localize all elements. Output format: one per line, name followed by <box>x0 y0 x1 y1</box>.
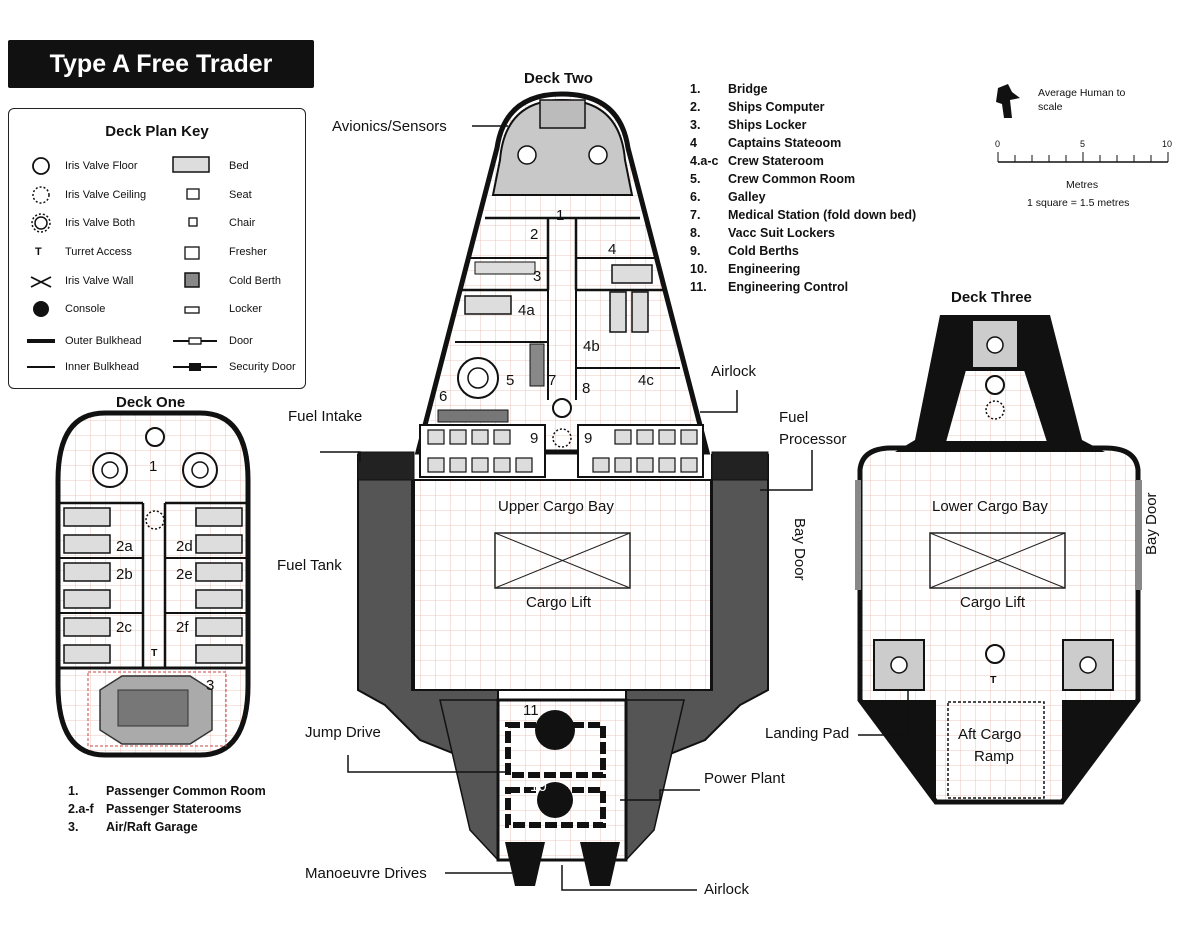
fuel-intake-callout: Fuel Intake <box>288 408 363 425</box>
fuel-processor-callout-line1: Fuel <box>779 409 809 426</box>
scale-unit-label: Metres <box>1066 179 1099 191</box>
key-bed: Bed <box>229 160 249 172</box>
deck-two-room-4a: 4a <box>518 302 535 319</box>
key-door: Door <box>229 335 253 347</box>
deck-two-legend-6: 6.Galley <box>690 190 766 204</box>
lower-airlock-callout: Airlock <box>704 881 750 898</box>
key-iris-valve-ceiling: Iris Valve Ceiling <box>65 189 147 201</box>
fuel-tank-callout: Fuel Tank <box>277 557 342 574</box>
key-seat: Seat <box>229 189 252 201</box>
key-inner-bulkhead: Inner Bulkhead <box>65 361 139 373</box>
page-title: Type A Free Trader <box>8 40 314 88</box>
deck-two-legend-1: 1.Bridge <box>690 82 768 96</box>
deck-one-room-1: 1 <box>149 458 158 475</box>
manoeuvre-drives-callout: Manoeuvre Drives <box>305 865 427 882</box>
deck-two-room-1: 1 <box>556 207 565 224</box>
deck-two-room-7: 7 <box>548 372 557 389</box>
deck-two-cargo-lift-label: Cargo Lift <box>526 594 592 611</box>
aft-cargo-ramp-label-line2: Ramp <box>974 748 1015 765</box>
deck-two-room-4: 4 <box>608 241 617 258</box>
scale-human-label-line2: scale <box>1038 101 1063 113</box>
key-title: Deck Plan Key <box>105 123 209 140</box>
key-iris-valve-wall: Iris Valve Wall <box>65 275 134 287</box>
deck-three-turret-access: T <box>990 674 997 686</box>
key-security-door: Security Door <box>229 361 296 373</box>
scale-tick-10: 10 <box>1162 139 1173 149</box>
bay-door-left-label: Bay Door <box>791 518 808 581</box>
key-chair: Chair <box>229 217 256 229</box>
key-turret-access: Turret Access <box>65 246 132 258</box>
turret-access-icon: T <box>35 246 42 258</box>
upper-cargo-bay-label: Upper Cargo Bay <box>498 498 614 515</box>
deck-two-room-3: 3 <box>533 268 542 285</box>
key-iris-valve-floor: Iris Valve Floor <box>65 160 138 172</box>
deck-two-room-8: 8 <box>582 380 591 397</box>
deck-one-room-2b: 2b <box>116 566 133 583</box>
scale-note: 1 square = 1.5 metres <box>1027 197 1130 209</box>
deck-two-legend-3: 3.Ships Locker <box>690 118 807 132</box>
deck-one-title: Deck One <box>116 394 186 411</box>
deck-three-title: Deck Three <box>951 289 1032 306</box>
deck-two-legend-10: 10.Engineering <box>690 262 801 276</box>
upper-airlock-callout: Airlock <box>711 363 757 380</box>
key-cold-berth: Cold Berth <box>229 275 281 287</box>
scale-tick-0: 0 <box>995 139 1001 149</box>
deck-two-room-9-right: 9 <box>584 430 593 447</box>
deck-one-room-2c: 2c <box>116 619 132 636</box>
scale-bar <box>996 84 1169 163</box>
jump-drive-callout: Jump Drive <box>305 724 381 741</box>
landing-pad-callout: Landing Pad <box>765 725 850 742</box>
key-locker: Locker <box>229 303 263 315</box>
scale-tick-5: 5 <box>1080 139 1086 149</box>
lower-cargo-bay-label: Lower Cargo Bay <box>932 498 1048 515</box>
key-symbols <box>27 156 217 371</box>
bay-door-right-label: Bay Door <box>1143 492 1160 555</box>
deck-three-cargo-lift-label: Cargo Lift <box>960 594 1026 611</box>
key-outer-bulkhead: Outer Bulkhead <box>65 335 142 347</box>
deck-one-room-2a: 2a <box>116 538 133 555</box>
deck-one-room-2d: 2d <box>176 538 193 555</box>
deck-two-room-9-left: 9 <box>530 430 539 447</box>
deck-two-room-6: 6 <box>439 388 448 405</box>
deck-one-turret-access: T <box>151 647 158 659</box>
deck-plan-key: Deck Plan Key Iris Valve Floor Iris Valv… <box>8 108 306 389</box>
deck-two-title: Deck Two <box>524 70 593 87</box>
deck-two-plan <box>320 91 813 891</box>
deck-two-legend-9: 9.Cold Berths <box>690 244 799 258</box>
fuel-processor-callout-line2: Processor <box>779 431 847 448</box>
deck-one-legend-1: 1.Passenger Common Room <box>68 784 266 798</box>
key-fresher: Fresher <box>229 246 267 258</box>
deck-two-room-2: 2 <box>530 226 539 243</box>
deck-three-plan <box>855 315 1142 805</box>
deck-two-legend-5: 5.Crew Common Room <box>690 172 856 186</box>
deck-two-room-10: 10 <box>530 778 547 795</box>
power-plant-callout: Power Plant <box>704 770 785 787</box>
deck-two-legend-7: 7.Medical Station (fold down bed) <box>690 208 917 222</box>
deck-two-room-4c: 4c <box>638 372 654 389</box>
avionics-sensors-callout: Avionics/Sensors <box>332 118 447 135</box>
deck-two-legend-8: 8.Vacc Suit Lockers <box>690 226 836 240</box>
deck-one-plan <box>55 410 251 758</box>
deck-two-room-11: 11 <box>523 702 539 719</box>
deck-one-room-2f: 2f <box>176 619 189 636</box>
key-iris-valve-both: Iris Valve Both <box>65 217 136 229</box>
aft-cargo-ramp-label-line1: Aft Cargo <box>958 726 1022 743</box>
deck-two-room-5: 5 <box>506 372 515 389</box>
deck-two-legend-11: 11.Engineering Control <box>690 280 849 294</box>
deck-two-room-4b: 4b <box>583 338 600 355</box>
deck-one-room-3: 3 <box>206 677 215 694</box>
deck-one-room-2e: 2e <box>176 566 193 583</box>
deck-one-legend-3: 3.Air/Raft Garage <box>68 820 198 834</box>
key-console: Console <box>65 303 106 315</box>
scale-human-label-line1: Average Human to <box>1038 87 1126 99</box>
deck-two-legend-2: 2.Ships Computer <box>690 100 825 114</box>
